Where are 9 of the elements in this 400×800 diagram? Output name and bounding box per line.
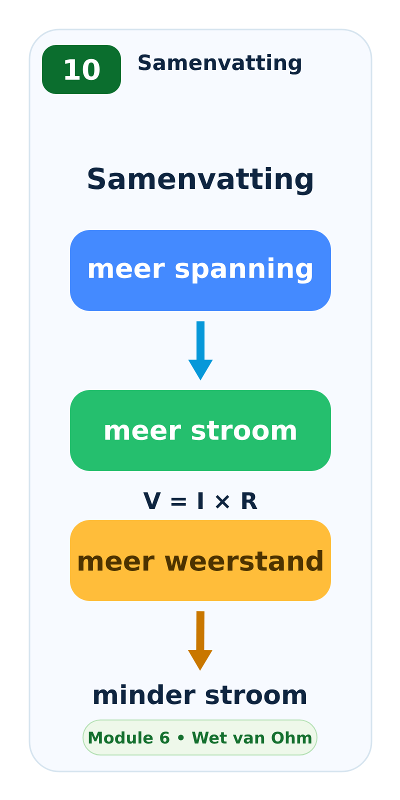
rounded-box: meer spanning: [70, 230, 331, 311]
rounded-box: meer stroom: [70, 390, 331, 471]
heading-text: Samenvatting: [138, 54, 301, 75]
title: Samenvatting: [88, 166, 312, 196]
number-badge: 10: [42, 45, 121, 94]
rounded-box: meer weerstand: [70, 520, 331, 601]
formula-text: V = I × R: [143, 492, 258, 509]
tag-pill: Module 6 • Wet van Ohm: [82, 720, 318, 756]
result-text: minder stroom: [94, 684, 306, 704]
